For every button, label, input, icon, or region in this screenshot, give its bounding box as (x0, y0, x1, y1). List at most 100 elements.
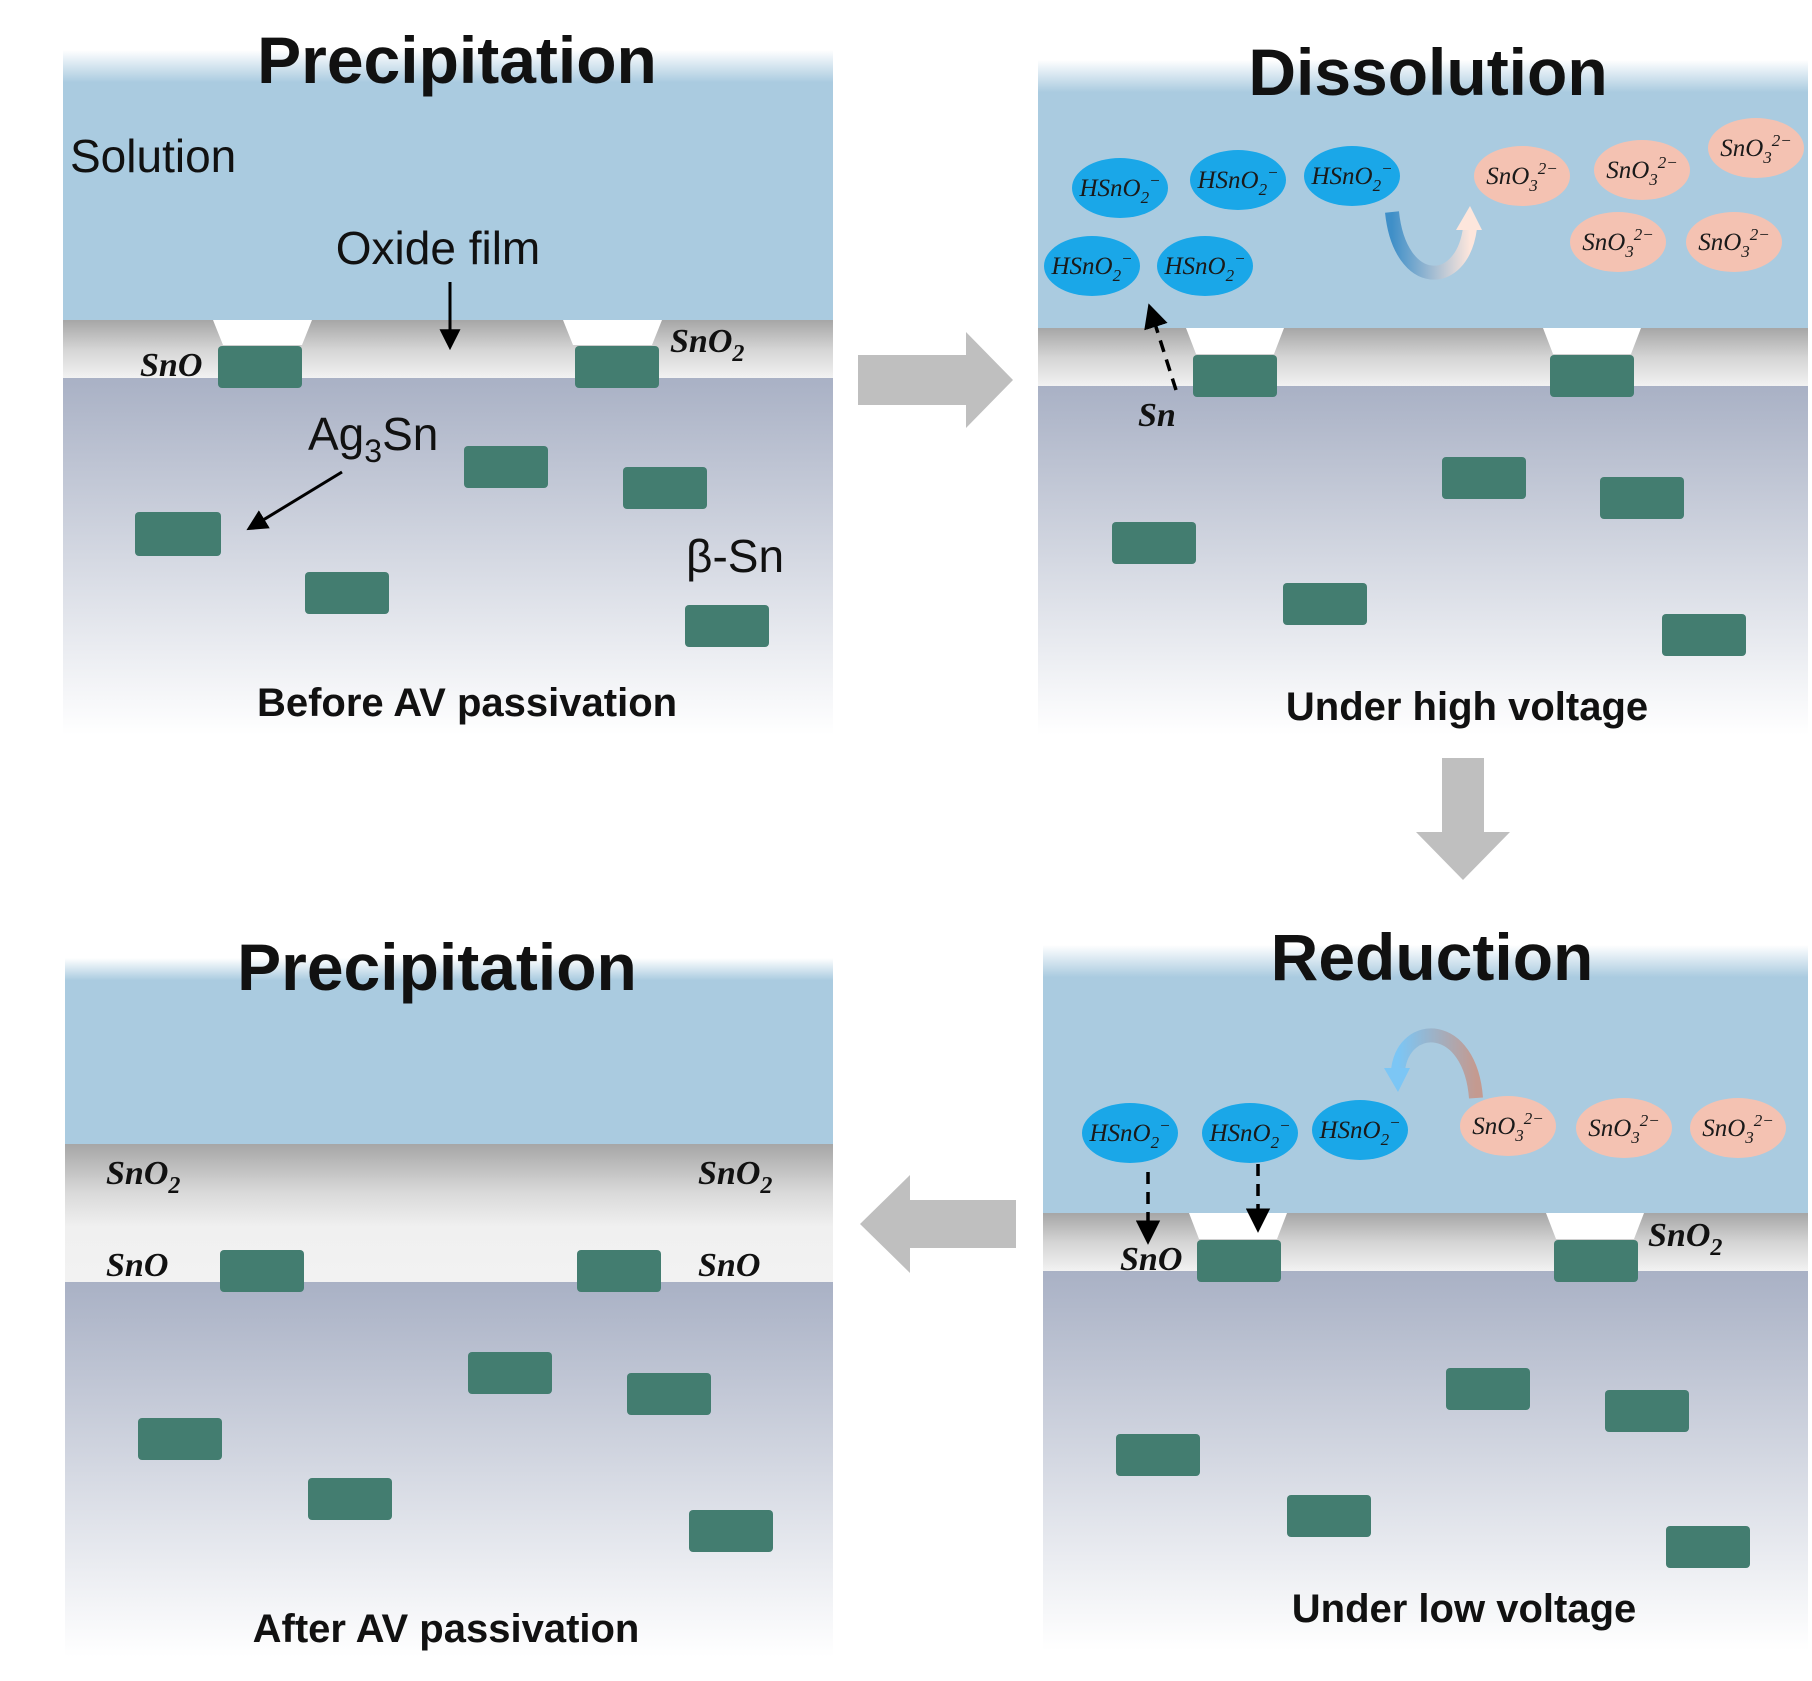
svg-text:SnO32−: SnO32− (1720, 131, 1792, 167)
svg-text:HSnO2−: HSnO2− (1088, 1116, 1170, 1152)
ag3sn-label: Ag3Sn (308, 408, 438, 469)
sno-label: SnO (1120, 1241, 1182, 1278)
pointer-arrow-icon (246, 470, 343, 531)
sno3-ion: SnO32− (1570, 212, 1666, 272)
svg-text:SnO32−: SnO32− (1588, 1111, 1660, 1147)
hsno2-ion: HSnO2− (1157, 236, 1253, 296)
sno3-ion: SnO32− (1708, 118, 1804, 178)
solution-layer (63, 50, 833, 320)
hsno2-ion: HSnO2− (1312, 1100, 1408, 1160)
sno3-ion: SnO32− (1594, 140, 1690, 200)
panel-top-right: Dissolution HSnO2− HSnO2− HSnO2− HSnO2− … (1038, 35, 1808, 735)
svg-text:HSnO2−: HSnO2− (1078, 171, 1160, 207)
oxide-film-thick (65, 1144, 833, 1282)
panel-top-left: Precipitation Solution Oxide film SnO Sn… (63, 23, 833, 735)
svg-text:HSnO2−: HSnO2− (1050, 249, 1132, 285)
svg-text:SnO32−: SnO32− (1472, 1109, 1544, 1145)
sno2-label: SnO2 (670, 323, 744, 367)
ag3sn-particle (305, 572, 389, 614)
curved-conversion-arrow-icon (1384, 1028, 1483, 1099)
ag3sn-particle (1666, 1526, 1750, 1568)
ag3sn-particle (1446, 1368, 1530, 1410)
panel-title: Dissolution (1248, 35, 1607, 109)
panel-caption: Before AV passivation (257, 681, 677, 725)
panel-caption: Under low voltage (1292, 1587, 1637, 1631)
svg-text:HSnO2−: HSnO2− (1196, 163, 1278, 199)
oxide-film-label: Oxide film (336, 222, 540, 274)
sno2-label: SnO2 (1648, 1217, 1722, 1261)
svg-text:HSnO2−: HSnO2− (1163, 249, 1245, 285)
ag3sn-particle (1193, 355, 1277, 397)
sno2-label: SnO2 (106, 1155, 180, 1199)
panel-title: Precipitation (237, 930, 637, 1004)
ag3sn-particle (1112, 522, 1196, 564)
ag3sn-particle (308, 1478, 392, 1520)
panel-caption: After AV passivation (253, 1607, 640, 1651)
panel-bottom-left: Precipitation SnO2 SnO2 SnO SnO After AV… (65, 930, 833, 1657)
beta-sn-label: β-Sn (686, 530, 784, 582)
hsno2-ion: HSnO2− (1072, 158, 1168, 218)
ag3sn-particle (627, 1373, 711, 1415)
panel-title: Reduction (1271, 920, 1594, 994)
panel-title: Precipitation (257, 23, 657, 97)
ag3sn-particle (575, 346, 659, 388)
ag3sn-particle (623, 467, 707, 509)
hsno2-ion: HSnO2− (1190, 150, 1286, 210)
svg-text:SnO32−: SnO32− (1486, 159, 1558, 195)
oxide-film (1038, 328, 1808, 386)
hsno2-ion: HSnO2− (1082, 1103, 1178, 1163)
sno3-ion: SnO32− (1474, 146, 1570, 206)
substrate-layer (65, 1282, 833, 1657)
process-arrow-icon (1416, 758, 1510, 880)
solution-label: Solution (70, 130, 236, 182)
svg-text:SnO32−: SnO32− (1698, 225, 1770, 261)
svg-text:HSnO2−: HSnO2− (1310, 159, 1392, 195)
ag3sn-particle (1600, 477, 1684, 519)
ag3sn-particle (135, 512, 221, 556)
ag3sn-particle (1197, 1240, 1281, 1282)
ag3sn-particle (1554, 1240, 1638, 1282)
dashed-arrow-icon (1144, 303, 1178, 391)
ag3sn-particle (138, 1418, 222, 1460)
hsno2-ion: HSnO2− (1044, 236, 1140, 296)
ag3sn-particle (1662, 614, 1746, 656)
ag3sn-particle (464, 446, 548, 488)
ag3sn-particle (1287, 1495, 1371, 1537)
ag3sn-particle (685, 605, 769, 647)
ag3sn-particle (220, 1250, 304, 1292)
process-arrow-icon (860, 1175, 1016, 1273)
substrate-layer (63, 378, 833, 735)
ag3sn-particle (577, 1250, 661, 1292)
solution-layer (1043, 945, 1808, 1213)
ag3sn-particle (468, 1352, 552, 1394)
curved-conversion-arrow-icon (1385, 206, 1482, 280)
svg-text:SnO32−: SnO32− (1606, 153, 1678, 189)
sno3-ion: SnO32− (1576, 1098, 1672, 1158)
ag3sn-particle (218, 346, 302, 388)
sno-label: SnO (140, 347, 202, 384)
sno3-ion: SnO32− (1460, 1096, 1556, 1156)
ag3sn-particle (1283, 583, 1367, 625)
process-arrow-icon (858, 332, 1013, 428)
sno3-ion: SnO32− (1686, 212, 1782, 272)
panel-bottom-right: Reduction HSnO2− HSnO2− HSnO2− SnO32− Sn… (1043, 920, 1808, 1651)
ag3sn-particle (1550, 355, 1634, 397)
svg-text:HSnO2−: HSnO2− (1208, 1116, 1290, 1152)
hsno2-ion: HSnO2− (1202, 1103, 1298, 1163)
ag3sn-particle (1442, 457, 1526, 499)
ag3sn-particle (1605, 1390, 1689, 1432)
sno-label: SnO (106, 1247, 168, 1284)
solution-layer (65, 958, 833, 1144)
panel-caption: Under high voltage (1286, 685, 1648, 729)
sno2-label: SnO2 (698, 1155, 772, 1199)
ag3sn-particle (689, 1510, 773, 1552)
ag3sn-particle (1116, 1434, 1200, 1476)
svg-text:SnO32−: SnO32− (1582, 225, 1654, 261)
svg-text:HSnO2−: HSnO2− (1318, 1113, 1400, 1149)
sno-label: SnO (698, 1247, 760, 1284)
sn-label: Sn (1138, 397, 1176, 434)
hsno2-ion: HSnO2− (1304, 146, 1400, 206)
sno3-ion: SnO32− (1690, 1098, 1786, 1158)
svg-text:SnO32−: SnO32− (1702, 1111, 1774, 1147)
